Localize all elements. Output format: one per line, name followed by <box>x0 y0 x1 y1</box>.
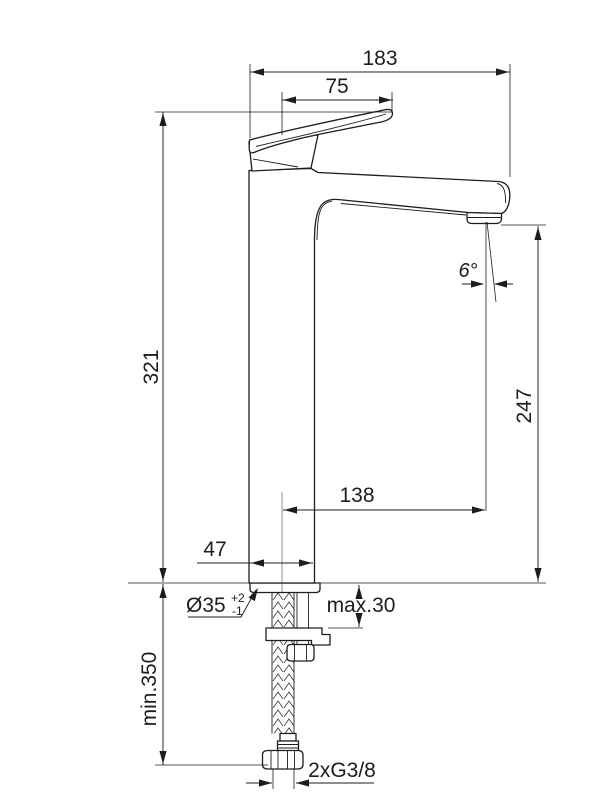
dim-label-overall-width: 183 <box>362 47 397 70</box>
spout-underside-line <box>340 203 467 216</box>
dim-label-body-width: 47 <box>203 538 226 561</box>
dimension-75: 75 <box>281 75 393 135</box>
faucet-outline <box>128 108 546 770</box>
mounting-flange <box>265 627 331 646</box>
dim-label-hole-diameter: Ø35 <box>186 594 226 617</box>
handle-lever <box>248 108 394 154</box>
connection-nut <box>261 749 304 770</box>
dim-label-hole-tol-minus: -1 <box>232 604 243 618</box>
dimension-6deg: 6° <box>458 221 513 511</box>
dim-label-hole-tol-plus: +2 <box>231 591 245 605</box>
dim-label-handle-projection: 75 <box>325 75 348 98</box>
dim-label-supply-connection: 2xG3/8 <box>308 759 376 782</box>
dim-label-max-deck-thickness: max.30 <box>327 594 396 617</box>
dimension-138: 138 <box>283 484 485 514</box>
dim-label-outlet-height: 247 <box>513 388 536 423</box>
base-shank <box>249 582 321 594</box>
body-and-spout <box>248 167 511 584</box>
dimension-47: 47 <box>197 538 313 567</box>
aerator <box>466 211 503 225</box>
dimension-max30: max.30 <box>327 585 396 629</box>
dimension-183: 183 <box>249 47 511 177</box>
spout-fillet-line <box>316 200 333 241</box>
dimension-hole-diameter: Ø35 +2 -1 <box>186 586 262 618</box>
dimension-321: 321 <box>140 111 392 582</box>
dim-label-min-hose-length: min.350 <box>138 652 161 727</box>
supply-hose <box>271 592 295 734</box>
dim-label-spout-reach: 138 <box>339 484 374 507</box>
dimension-connection: 2xG3/8 <box>246 759 376 789</box>
dim-label-total-height: 321 <box>140 349 163 384</box>
mounting-nut <box>286 643 315 662</box>
dimension-min350: min.350 <box>138 584 268 766</box>
dim-label-outlet-angle: 6° <box>458 260 477 282</box>
spout-end-line <box>496 183 506 204</box>
dimension-247: 247 <box>501 224 546 582</box>
hose-end-fitting <box>276 732 300 753</box>
